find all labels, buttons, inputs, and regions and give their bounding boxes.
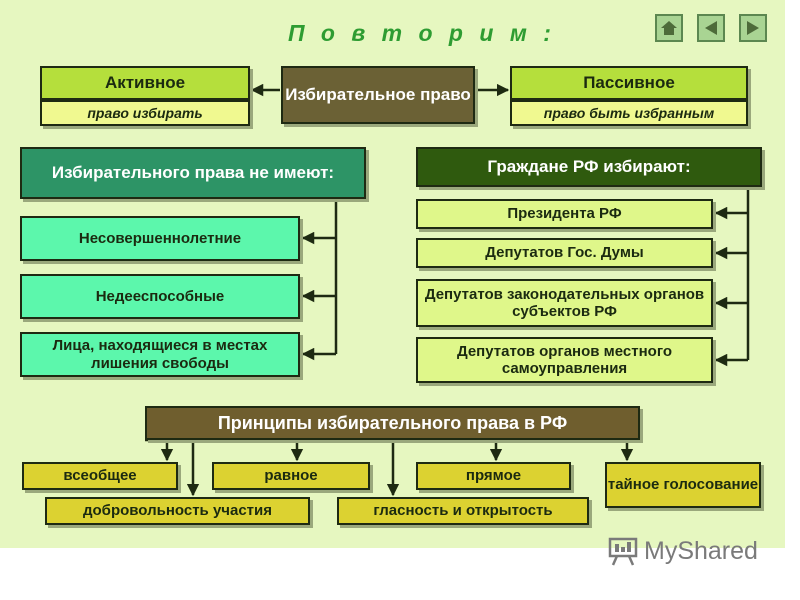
logo-text: MyShared	[644, 536, 758, 565]
principles-header-box: Принципы избирательного права в РФ	[145, 406, 640, 440]
principle-label: добровольность участия	[83, 502, 272, 520]
principle-label: прямое	[465, 467, 522, 485]
active-right-label: Активное	[104, 73, 186, 93]
elected-body-item: Депутатов законодательных органов субъек…	[416, 279, 713, 327]
no-right-item: Лица, находящиеся в местах лишения свобо…	[20, 332, 300, 377]
active-right-desc: право избирать	[87, 104, 203, 121]
principle-item: добровольность участия	[45, 497, 310, 525]
citizens-elect-header: Граждане РФ избирают:	[487, 157, 691, 177]
elected-body-item: Депутатов Гос. Думы	[416, 238, 713, 268]
elected-body-label: Президента РФ	[507, 205, 622, 223]
home-icon	[661, 21, 677, 35]
principle-label: всеобщее	[63, 467, 137, 485]
passive-right-label: Пассивное	[583, 73, 675, 93]
principle-label: гласность и открытость	[373, 502, 553, 520]
active-right-desc-box: право избирать	[40, 100, 250, 126]
principle-item: прямое	[416, 462, 571, 490]
back-button[interactable]	[697, 14, 725, 42]
principle-item: гласность и открытость	[337, 497, 589, 525]
active-right-box: Активное	[40, 66, 250, 100]
electoral-right-box: Избирательное право	[281, 66, 475, 124]
elected-body-label: Депутатов законодательных органов субъек…	[424, 285, 705, 320]
page-title: П о в т о р и м :	[288, 20, 556, 46]
elected-body-item: Депутатов органов местного самоуправлени…	[416, 337, 713, 383]
no-right-header-box: Избирательного права не имеют:	[20, 147, 366, 199]
passive-right-desc-box: право быть избранным	[510, 100, 748, 126]
electoral-right-label: Избирательное право	[285, 85, 471, 105]
principle-item: равное	[212, 462, 370, 490]
citizens-elect-header-box: Граждане РФ избирают:	[416, 147, 762, 187]
no-right-item-label: Недееспособные	[95, 287, 225, 305]
forward-arrow-icon	[747, 21, 759, 35]
back-arrow-icon	[705, 21, 717, 35]
principle-item: всеобщее	[22, 462, 178, 490]
home-button[interactable]	[655, 14, 683, 42]
no-right-item: Недееспособные	[20, 274, 300, 319]
passive-right-desc: право быть избранным	[543, 104, 715, 121]
elected-body-label: Депутатов Гос. Думы	[485, 244, 644, 262]
no-right-header: Избирательного права не имеют:	[51, 163, 335, 183]
myshared-logo: MyShared	[608, 536, 758, 566]
no-right-item-label: Лица, находящиеся в местах лишения свобо…	[52, 337, 268, 372]
no-right-item-label: Несовершеннолетние	[78, 229, 242, 247]
slide: П о в т о р и м :	[0, 0, 785, 548]
principle-label: равное	[264, 467, 318, 485]
elected-body-item: Президента РФ	[416, 199, 713, 229]
elected-body-label: Депутатов органов местного самоуправлени…	[456, 342, 673, 377]
principle-item: тайное голосование	[605, 462, 761, 508]
presentation-board-icon	[608, 537, 638, 566]
principles-header: Принципы избирательного права в РФ	[217, 412, 568, 433]
passive-right-box: Пассивное	[510, 66, 748, 100]
forward-button[interactable]	[739, 14, 767, 42]
principle-label: тайное голосование	[607, 476, 759, 494]
no-right-item: Несовершеннолетние	[20, 216, 300, 261]
